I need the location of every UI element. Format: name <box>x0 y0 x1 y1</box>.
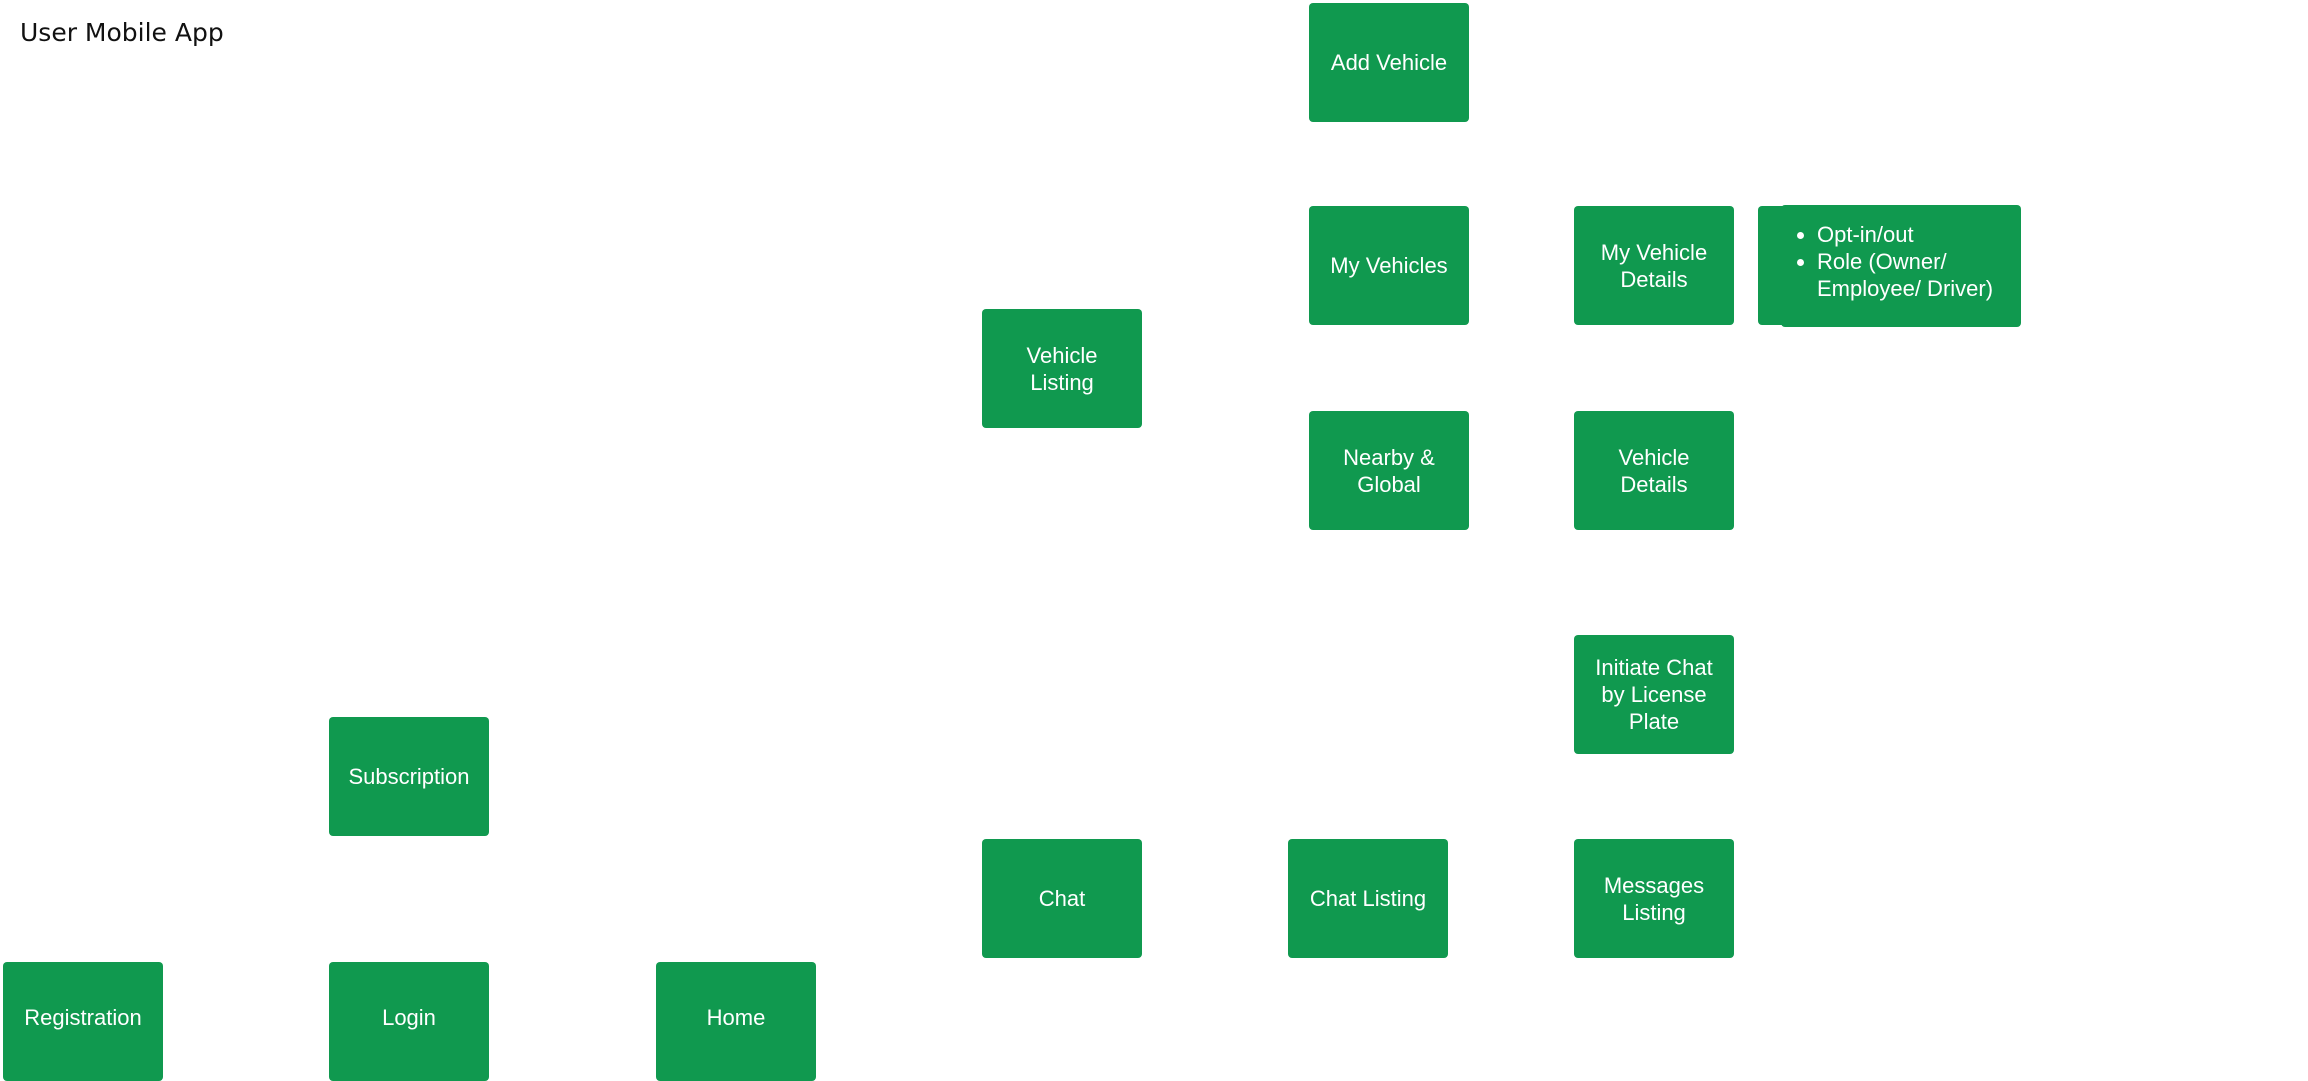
node-label: Home <box>706 1005 766 1030</box>
diagram-title: User Mobile App <box>20 18 224 47</box>
node-label: Vehicle Listing <box>1026 342 1098 395</box>
node-label: Messages Listing <box>1603 872 1705 925</box>
node-vehicle-listing[interactable]: Vehicle Listing <box>982 309 1142 428</box>
node-registration[interactable]: Registration <box>3 962 163 1081</box>
node-initiate-chat[interactable]: Initiate Chat by License Plate <box>1574 635 1734 754</box>
node-label: Add Vehicle <box>1330 50 1448 75</box>
note-vehicle-options[interactable]: Opt-in/out Role (Owner/ Employee/ Driver… <box>1781 205 2021 327</box>
node-home[interactable]: Home <box>656 962 816 1081</box>
node-label: My Vehicles <box>1330 253 1448 278</box>
node-label: Nearby & Global <box>1343 444 1435 497</box>
note-item: Opt-in/out <box>1817 221 2011 248</box>
node-label: Initiate Chat by License Plate <box>1595 655 1713 734</box>
node-vehicle-details[interactable]: Vehicle Details <box>1574 411 1734 530</box>
node-label: Registration <box>24 1005 142 1030</box>
node-subscription[interactable]: Subscription <box>329 717 489 836</box>
node-chat[interactable]: Chat <box>982 839 1142 958</box>
note-item: Role (Owner/ Employee/ Driver) <box>1817 248 2011 302</box>
node-messages-listing[interactable]: Messages Listing <box>1574 839 1734 958</box>
node-label: Vehicle Details <box>1618 444 1690 497</box>
node-label: My Vehicle Details <box>1600 239 1708 292</box>
node-my-vehicle-details[interactable]: My Vehicle Details <box>1574 206 1734 325</box>
node-my-vehicles[interactable]: My Vehicles <box>1309 206 1469 325</box>
node-add-vehicle[interactable]: Add Vehicle <box>1309 3 1469 122</box>
node-login[interactable]: Login <box>329 962 489 1081</box>
node-label: Chat Listing <box>1309 886 1427 911</box>
node-label: Subscription <box>348 764 470 789</box>
node-label: Chat <box>1038 886 1086 911</box>
node-label: Login <box>382 1005 436 1030</box>
node-chat-listing[interactable]: Chat Listing <box>1288 839 1448 958</box>
node-nearby-global[interactable]: Nearby & Global <box>1309 411 1469 530</box>
